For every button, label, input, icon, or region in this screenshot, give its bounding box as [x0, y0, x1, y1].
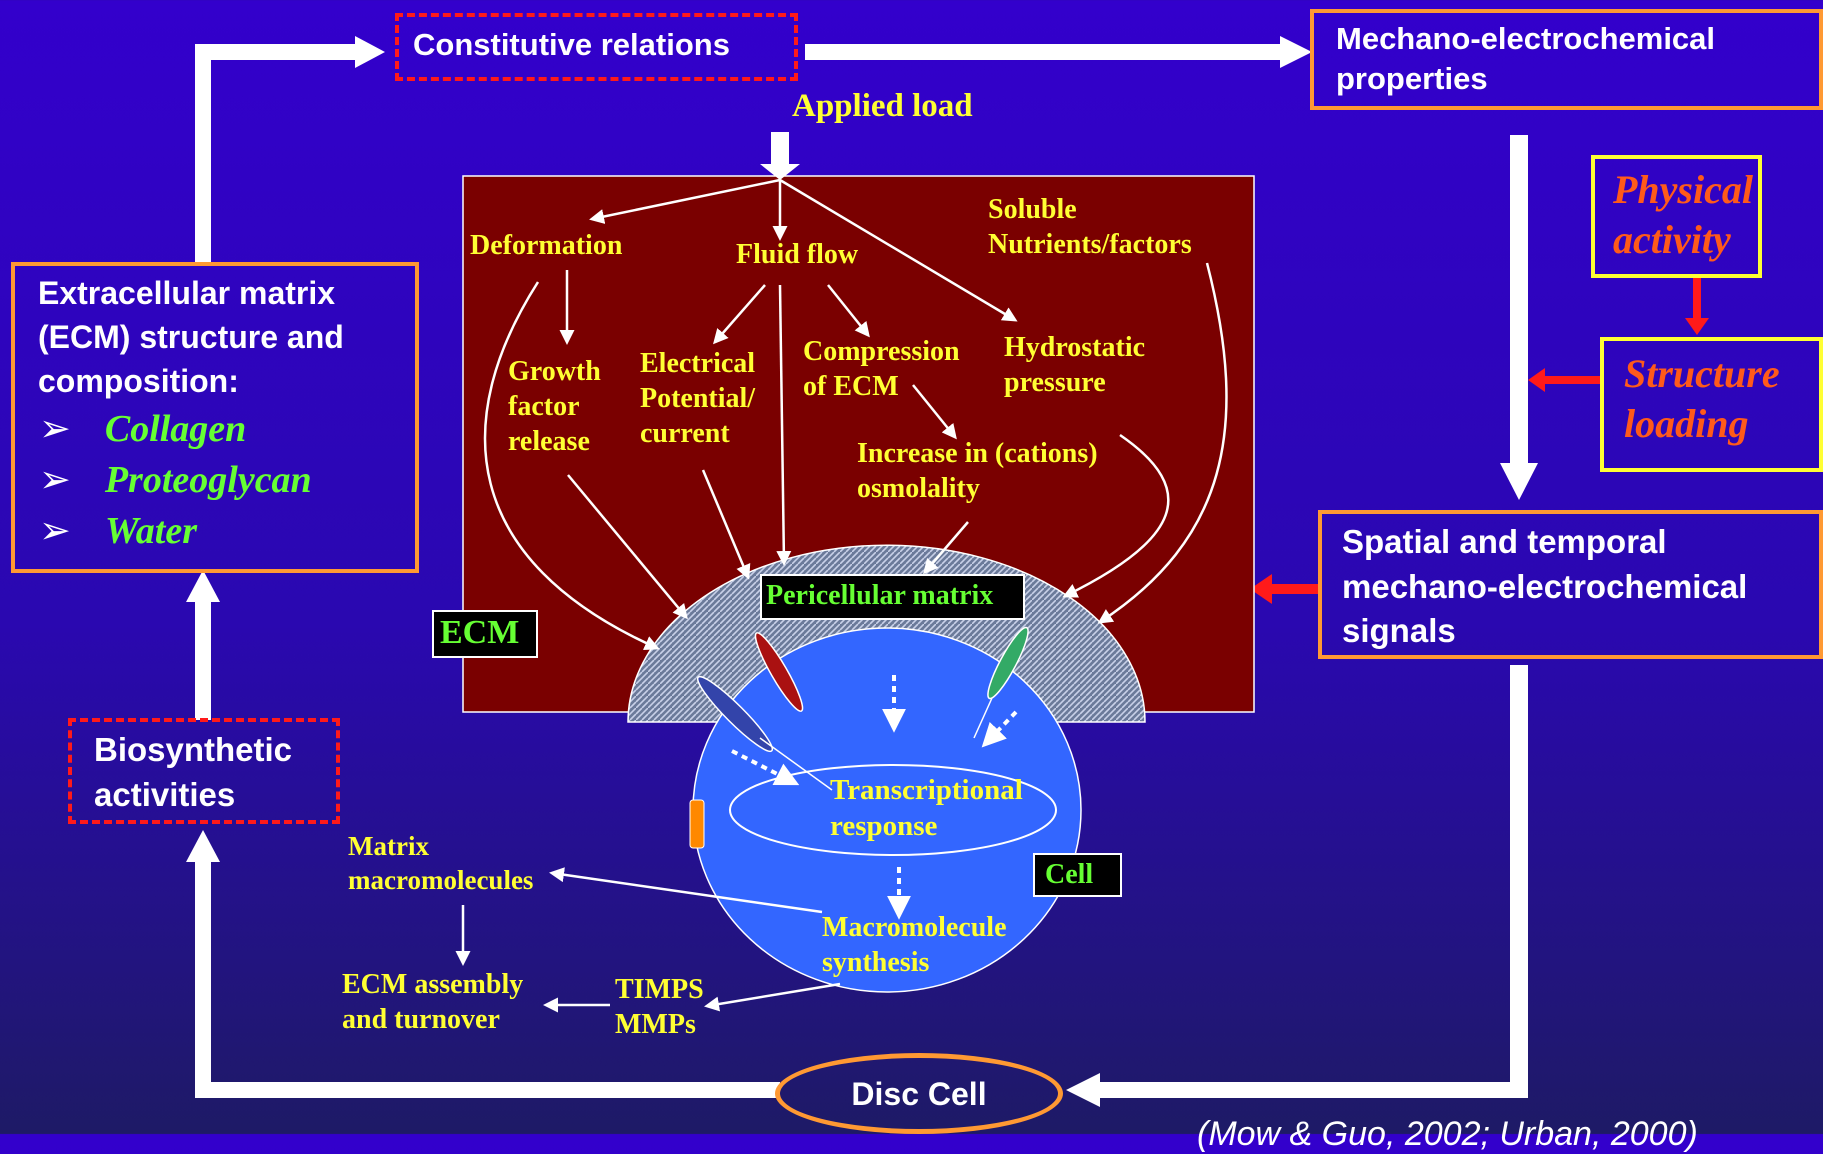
- nucleus-outline: [729, 764, 1057, 856]
- biosynthetic-label: Biosynthetic activities: [94, 731, 293, 813]
- structure-loading-box: Structure loading: [1600, 337, 1823, 472]
- applied-load-arrow: [760, 132, 800, 180]
- ecm-item-collagen-label: Collagen: [104, 408, 247, 450]
- ecm-item-proteoglycan: ➢Proteoglycan: [39, 459, 312, 501]
- constitutive-relations-box: Constitutive relations: [395, 13, 798, 81]
- dotted-arrows: [731, 675, 1018, 920]
- physical-activity-box: Physical activity: [1591, 155, 1762, 278]
- signals-label: Spatial and temporal mechano-electrochem…: [1342, 523, 1748, 650]
- structure-loading-label: Structure loading: [1624, 351, 1780, 446]
- ecm-assembly-label: ECM assembly and turnover: [342, 969, 524, 1035]
- cell-tag-label: Cell: [1045, 859, 1094, 890]
- applied-load-label: Applied load: [792, 88, 973, 124]
- biosynthetic-box: Biosynthetic activities: [68, 718, 340, 824]
- main-loop-arrows: [186, 36, 1538, 1107]
- hydrostatic-pressure-label: Hydrostatic pressure: [1004, 332, 1146, 398]
- signal-arrows: [455, 178, 1228, 1013]
- ecm-tag-label: ECM: [440, 614, 520, 651]
- red-arrows: [1250, 278, 1709, 604]
- disc-cell-oval: Disc Cell: [775, 1053, 1063, 1134]
- citation-text: (Mow & Guo, 2002; Urban, 2000): [1197, 1115, 1698, 1153]
- ecm-composition-box: Extracellular matrix (ECM) structure and…: [11, 262, 419, 573]
- soluble-nutrients-label: Soluble Nutrients/factors: [988, 194, 1192, 260]
- ecm-tag: ECM: [432, 610, 538, 658]
- membrane-receptors: [696, 626, 1029, 791]
- timps-mmps-label: TIMPS MMPs: [615, 974, 704, 1040]
- signals-box: Spatial and temporal mechano-electrochem…: [1318, 510, 1823, 659]
- disc-cell-label: Disc Cell: [851, 1076, 987, 1112]
- pericellular-matrix-label: Pericellular matrix: [766, 580, 994, 611]
- ecm-item-proteoglycan-label: Proteoglycan: [104, 459, 312, 501]
- growth-factor-label: Growth factor release: [508, 356, 601, 457]
- macromolecule-synthesis-label: Macromolecule synthesis: [822, 912, 1007, 978]
- ecm-item-collagen: ➢Collagen: [39, 408, 247, 450]
- compression-ecm-label: Compression of ECM: [803, 336, 960, 402]
- ecm-composition-title: Extracellular matrix (ECM) structure and…: [38, 275, 344, 399]
- transcriptional-response-label: Transcriptional response: [830, 774, 1023, 843]
- membrane-channel: [689, 799, 705, 849]
- osmolality-label: Increase in (cations) osmolality: [857, 438, 1098, 504]
- mechano-properties-box: Mechano-electrochemical properties: [1310, 9, 1823, 110]
- mechano-properties-label: Mechano-electrochemical properties: [1336, 21, 1716, 97]
- ecm-item-water-label: Water: [104, 510, 198, 552]
- pericellular-matrix-tag: Pericellular matrix: [760, 574, 1025, 620]
- fluid-flow-label: Fluid flow: [736, 239, 859, 270]
- cell-tag: Cell: [1033, 853, 1122, 897]
- matrix-macromolecules-label: Matrix macromolecules: [348, 831, 534, 895]
- physical-activity-label: Physical activity: [1613, 167, 1753, 262]
- electrical-potential-label: Electrical Potential/ current: [640, 348, 756, 449]
- deformation-label: Deformation: [470, 230, 623, 261]
- constitutive-relations-label: Constitutive relations: [413, 27, 730, 62]
- ecm-item-water: ➢Water: [39, 510, 198, 552]
